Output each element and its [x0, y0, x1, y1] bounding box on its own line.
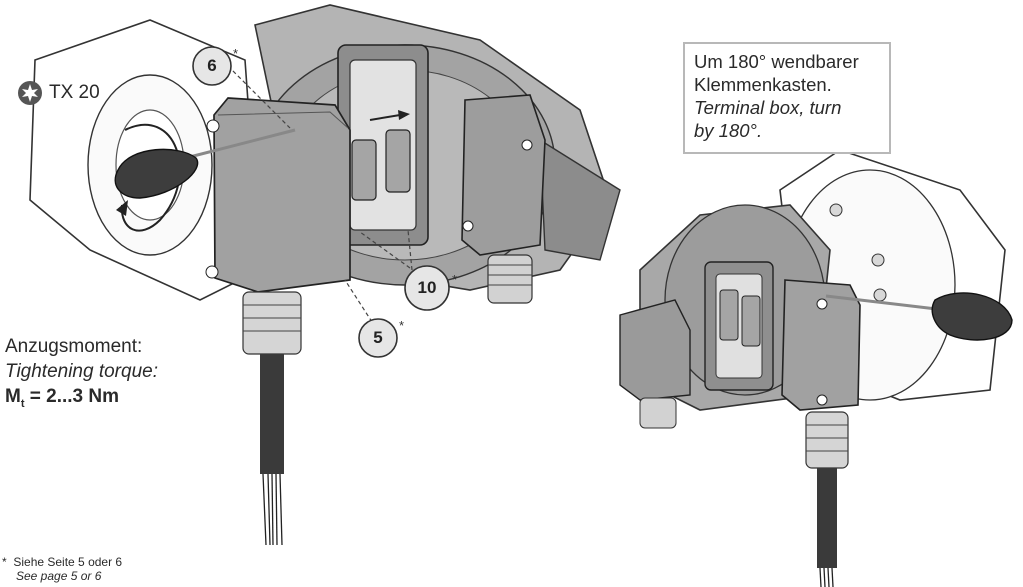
terminal-box-mounted	[461, 94, 546, 256]
callout-5-mark: *	[399, 318, 405, 333]
terminal-box-right	[781, 279, 861, 411]
torque-en: Tightening torque:	[5, 361, 158, 382]
callout-10-mark: *	[452, 272, 458, 287]
cable-left	[260, 354, 284, 474]
cable-gland-left	[242, 291, 302, 355]
torque-value: Mt = 2...3 Nm	[5, 386, 120, 410]
callout-circle-6	[192, 46, 232, 86]
tool-text: TX 20	[49, 82, 100, 103]
footnote-en: See page 5 or 6	[16, 569, 102, 583]
sub-d-connector-1	[351, 139, 377, 201]
note-de-line2: Klemmenkasten.	[694, 74, 832, 95]
terminal-box-removed	[213, 97, 351, 293]
callout-6-mark: *	[233, 46, 239, 61]
note-de-line1: Um 180° wendbarer	[694, 51, 859, 72]
callout-circle-5	[358, 318, 398, 358]
screwdriver-right	[931, 292, 1013, 341]
footnote-de: Siehe Seite 5 oder 6	[13, 555, 123, 569]
torque-spec: Anzugsmoment: Tightening torque: Mt = 2.…	[5, 334, 158, 417]
screwdriver-left	[114, 148, 199, 199]
torx-icon	[18, 81, 42, 105]
callout-6: 6	[207, 56, 217, 75]
callout-circle-10	[404, 265, 450, 311]
torque-de: Anzugsmoment:	[5, 336, 143, 357]
note-en-line1: Terminal box, turn	[694, 97, 842, 118]
terminal-box-note: Um 180° wendbarer Klemmenkasten. Termina…	[683, 42, 891, 154]
callout-10: 10	[417, 278, 437, 297]
footnote: * Siehe Seite 5 oder 6 See page 5 or 6	[2, 555, 122, 583]
tool-label: TX 20	[17, 80, 100, 106]
callout-5: 5	[373, 328, 383, 347]
footnote-mark: *	[2, 555, 7, 569]
sub-d-connector-2	[385, 129, 411, 193]
rotation-arrow	[120, 123, 181, 232]
cable-right	[817, 468, 837, 568]
cable-gland-right	[805, 411, 849, 469]
note-en-line2: by 180°.	[694, 120, 763, 141]
